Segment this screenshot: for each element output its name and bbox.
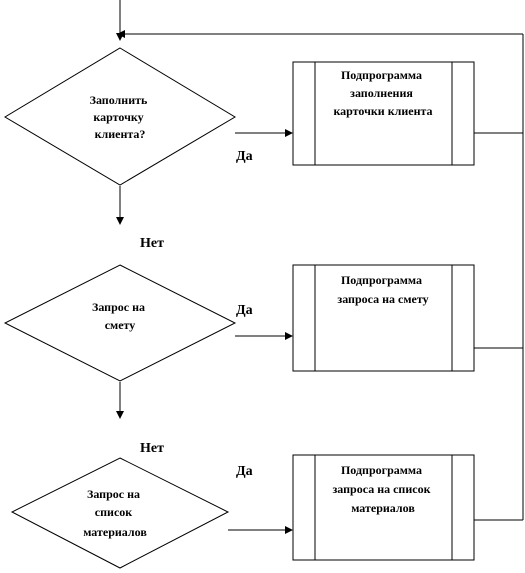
subprogram-1-box bbox=[292, 61, 475, 166]
decision-3-text: Запрос на список материалов bbox=[83, 487, 147, 539]
yes-label-2: Да bbox=[236, 303, 253, 318]
subprogram-2-text: Подпрограмма запроса на смету bbox=[337, 273, 428, 306]
decision-1-text: Заполнить карточку клиента? bbox=[90, 93, 151, 141]
no-label-1: Нет bbox=[140, 236, 164, 251]
decision-2-text: Запрос на смету bbox=[92, 300, 148, 332]
no-label-2: Нет bbox=[140, 441, 164, 456]
decision-1-diamond bbox=[4, 47, 236, 186]
subprogram-2-box bbox=[292, 264, 475, 372]
subprogram-3-text: Подпрограмма запроса на список материало… bbox=[332, 463, 433, 515]
decision-2-diamond bbox=[3, 264, 237, 382]
yes-label-1: Да bbox=[236, 149, 253, 164]
yes-label-3: Да bbox=[236, 464, 253, 479]
decision-3-diamond bbox=[10, 457, 230, 569]
subprogram-1-text: Подпрограмма заполнения карточки клиента bbox=[333, 68, 432, 118]
subprogram-3-box bbox=[292, 454, 475, 561]
